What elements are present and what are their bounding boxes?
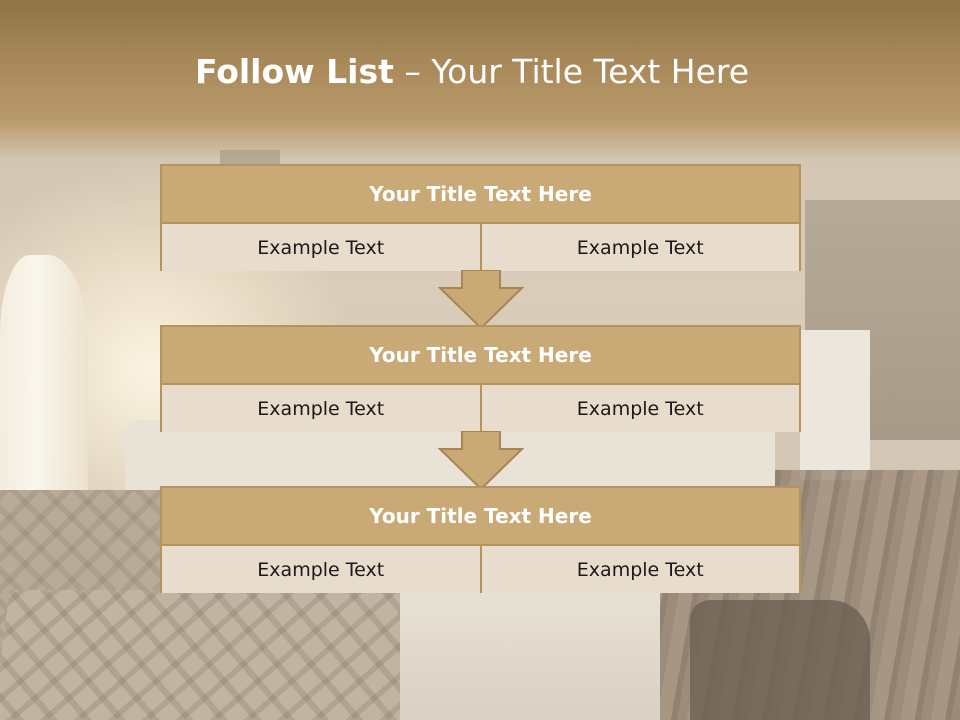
counter xyxy=(800,330,870,480)
rug xyxy=(690,600,870,720)
coffee-table xyxy=(400,585,660,720)
title-rest: – Your Title Text Here xyxy=(393,52,750,91)
step-cell-right: Example Text xyxy=(479,224,799,271)
step-cell-left: Example Text xyxy=(162,385,480,432)
step-title: Your Title Text Here xyxy=(162,327,799,385)
step-title: Your Title Text Here xyxy=(162,488,799,546)
step-cell-right: Example Text xyxy=(479,546,799,593)
step-cell-left: Example Text xyxy=(162,224,480,271)
step-block-3: Your Title Text Here Example Text Exampl… xyxy=(160,486,801,593)
step-row: Example Text Example Text xyxy=(162,224,799,271)
slide-title: Follow List – Your Title Text Here xyxy=(0,52,944,91)
header-band xyxy=(0,0,960,160)
step-cell-left: Example Text xyxy=(162,546,480,593)
patterned-cushion xyxy=(0,590,430,720)
step-cell-right: Example Text xyxy=(479,385,799,432)
title-strong: Follow List xyxy=(194,52,394,91)
step-block-1: Your Title Text Here Example Text Exampl… xyxy=(160,164,801,271)
down-arrow-icon xyxy=(438,270,524,330)
step-row: Example Text Example Text xyxy=(162,546,799,593)
down-arrow-icon xyxy=(438,431,524,491)
step-title: Your Title Text Here xyxy=(162,166,799,224)
floor-lamp xyxy=(0,255,88,505)
step-block-2: Your Title Text Here Example Text Exampl… xyxy=(160,325,801,432)
step-row: Example Text Example Text xyxy=(162,385,799,432)
